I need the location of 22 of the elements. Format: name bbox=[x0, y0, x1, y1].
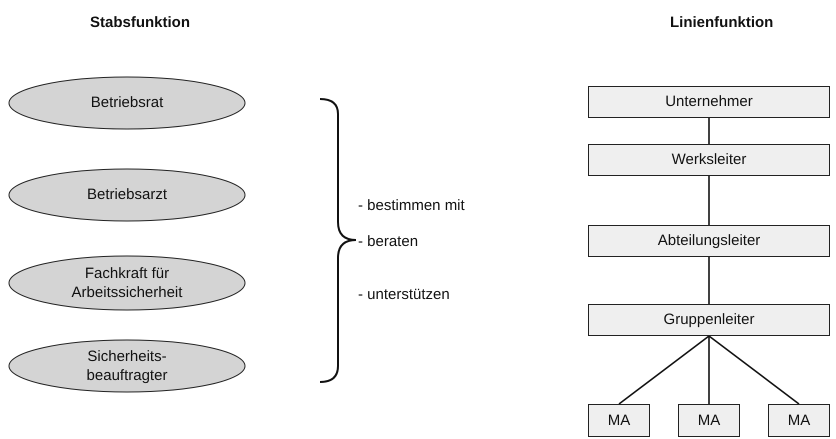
node-text: MA bbox=[788, 410, 810, 430]
node-text: Betriebsarzt bbox=[86, 185, 168, 205]
list-item: - beraten bbox=[358, 233, 418, 250]
node-text: MA bbox=[698, 410, 720, 430]
connector-line bbox=[708, 118, 710, 144]
node-text: Fachkraft für Arbeitssicherheit bbox=[70, 264, 184, 302]
connector-line bbox=[708, 257, 710, 304]
connector-line bbox=[708, 335, 800, 405]
node-text: MA bbox=[608, 410, 630, 430]
connector-line bbox=[708, 336, 710, 404]
node-text: Unternehmer bbox=[665, 92, 753, 112]
column-heading: Stabsfunktion bbox=[90, 14, 190, 31]
list-item: - bestimmen mit bbox=[358, 197, 465, 214]
node-text: Abteilungsleiter bbox=[658, 231, 760, 251]
column-heading: Linienfunktion bbox=[670, 14, 774, 31]
connector-line bbox=[618, 335, 710, 405]
node-text: Sicherheits- beauftragter bbox=[86, 346, 168, 386]
list-item: - unterstützen bbox=[358, 286, 450, 303]
node-text: Werksleiter bbox=[672, 150, 746, 170]
node-text: Gruppenleiter bbox=[664, 310, 754, 330]
connector-line bbox=[708, 176, 710, 225]
node-text: Betriebsrat bbox=[90, 93, 164, 113]
